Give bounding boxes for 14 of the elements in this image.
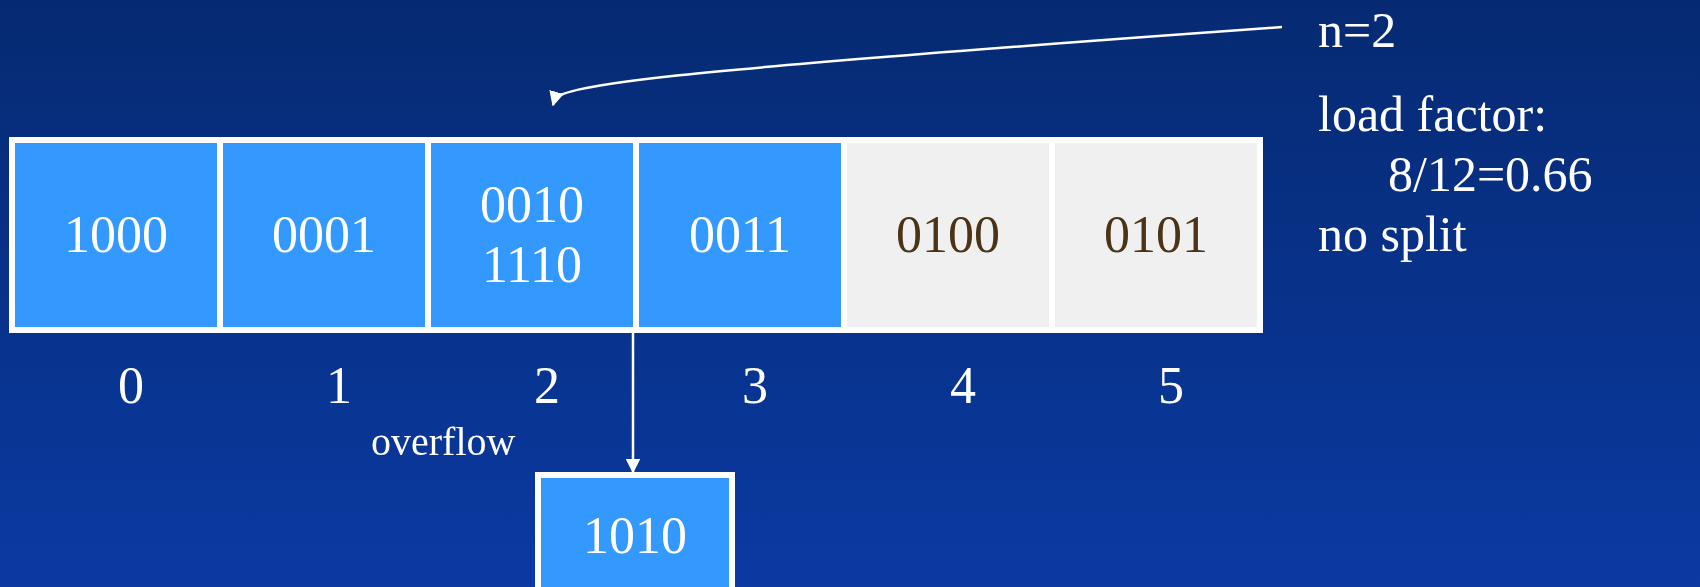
index-label: 2 (533, 356, 561, 415)
note-text: 8/12=0.66 (1387, 146, 1593, 202)
note-text: load factor: (1318, 86, 1548, 142)
arrow (625, 333, 641, 474)
index-label: 1 (325, 356, 353, 415)
index-label: 5 (1157, 356, 1185, 415)
note-text: n=2 (1318, 2, 1397, 58)
index-label: 4 (949, 356, 977, 415)
bucket-box: 1010 (535, 472, 735, 587)
note-text: no split (1318, 206, 1467, 262)
index-label: 0 (117, 356, 145, 415)
edge-label: overflow (371, 418, 516, 465)
arrow (549, 25, 1283, 107)
index-label: 3 (741, 356, 769, 415)
